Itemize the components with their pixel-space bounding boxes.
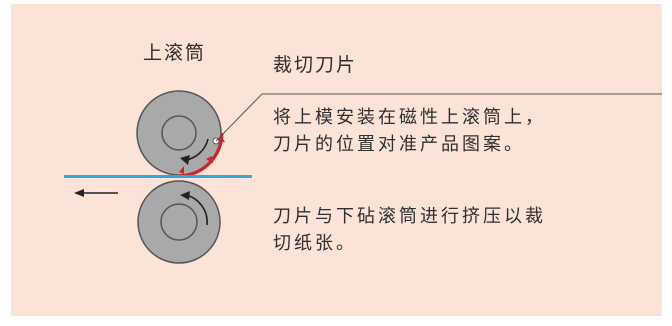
step2-description: 刀片与下砧滚筒进行挤压以裁 切纸张。 <box>273 203 546 257</box>
lower-anvil-roller <box>137 180 221 264</box>
upper-roller-arrowhead <box>180 155 190 165</box>
feed-direction-arrow <box>74 189 118 197</box>
step2-line2: 切纸张。 <box>273 233 357 254</box>
cutting-blade-label: 裁切刀片 <box>273 54 358 76</box>
lower-roller-rotation-arrow <box>185 194 208 226</box>
lower-roller-hub <box>160 203 198 241</box>
background-panel <box>11 4 662 316</box>
step1-description: 将上模安装在磁性上滚筒上， 刀片的位置对准产品图案。 <box>273 104 546 158</box>
blade-tooth-2 <box>206 156 213 163</box>
step1-line1: 将上模安装在磁性上滚筒上， <box>273 107 546 128</box>
upper-roller-hub <box>161 115 197 151</box>
step1-line2: 刀片的位置对准产品图案。 <box>273 134 525 155</box>
upper-roller-label: 上滚筒 <box>143 42 207 64</box>
blade-tooth-3 <box>179 166 184 174</box>
blade-leader-line <box>212 93 662 145</box>
lower-roller-arrowhead <box>180 191 190 200</box>
step2-line1: 刀片与下砧滚筒进行挤压以裁 <box>273 206 546 227</box>
